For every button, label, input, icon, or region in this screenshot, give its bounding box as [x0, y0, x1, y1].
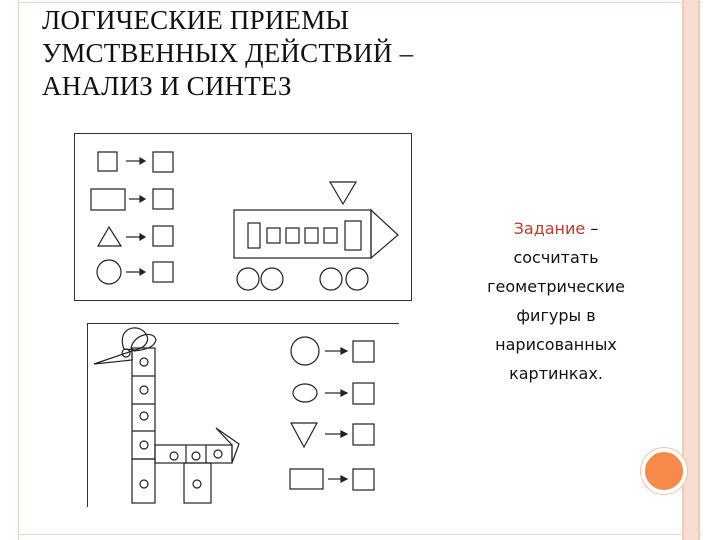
task-description: – сосчитать геометрические фигуры в нари… — [487, 219, 625, 383]
task-text: Задание – сосчитать геометрические фигур… — [470, 214, 642, 388]
decorative-border-bottom — [18, 534, 702, 535]
decorative-side-stripe — [682, 0, 700, 540]
decorative-border-top — [18, 2, 702, 3]
train-drawing — [233, 181, 399, 291]
task-keyword: Задание — [513, 219, 586, 238]
shape-legend — [90, 151, 174, 285]
train-picture — [74, 133, 412, 301]
shape-legend — [289, 336, 375, 491]
slide-title: ЛОГИЧЕСКИЕ ПРИЕМЫ УМСТВЕННЫХ ДЕЙСТВИЙ – … — [42, 4, 512, 103]
title-line-3: АНАЛИЗ И СИНТЕЗ — [42, 71, 292, 101]
title-line-1: ЛОГИЧЕСКИЕ ПРИЕМЫ — [42, 5, 350, 35]
title-line-2: УМСТВЕННЫХ ДЕЙСТВИЙ – — [42, 38, 414, 68]
decorative-border-left — [18, 0, 19, 540]
giraffe-picture — [87, 323, 399, 507]
giraffe-drawing — [93, 327, 240, 504]
decorative-orange-circle — [641, 448, 687, 494]
